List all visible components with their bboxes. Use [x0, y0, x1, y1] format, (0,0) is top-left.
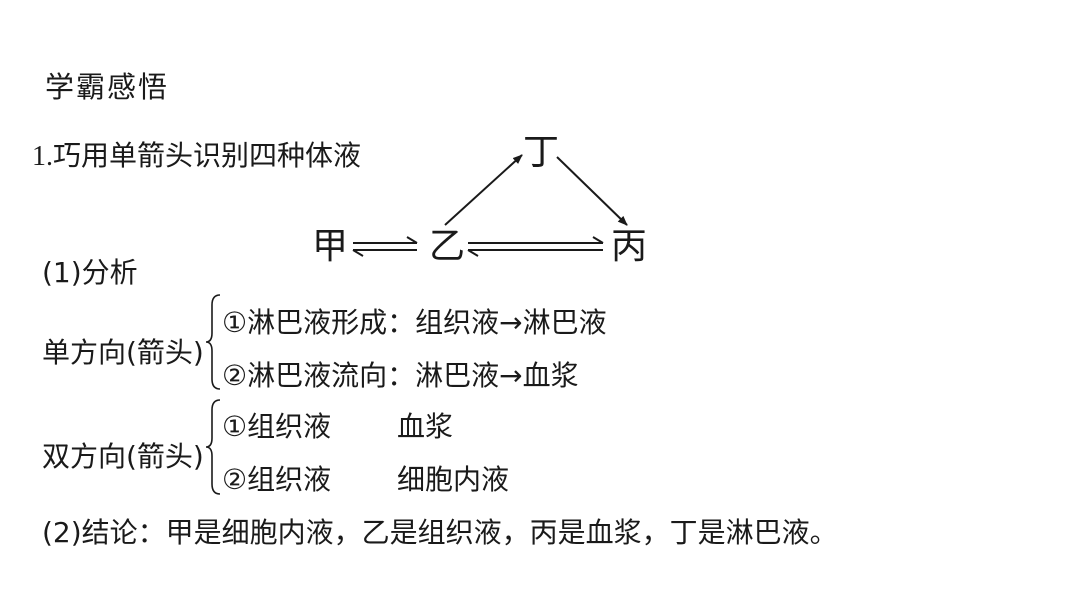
unidirectional-item-2: ②淋巴液流向：淋巴液→血浆 [222, 359, 579, 392]
bidirectional-label: 双方向(箭头) [42, 440, 204, 473]
heading-text: 巧用单箭头识别四种体液 [53, 139, 362, 172]
bidirectional-brace [205, 399, 221, 495]
analysis-label: (1)分析 [42, 256, 138, 289]
bidirectional-item-2-left: ②组织液 [222, 463, 332, 496]
unidirectional-item-1: ①淋巴液形成：组织液→淋巴液 [222, 306, 607, 339]
jia-yi-bidirectional-arrow [352, 236, 418, 257]
yi-bing-bidirectional-arrow [467, 236, 604, 257]
unidirectional-label: 单方向(箭头) [42, 336, 204, 369]
body-fluid-diagram: 甲 乙 丙 丁 [305, 125, 665, 270]
node-jia: 甲 [312, 226, 349, 267]
diagram-arrows [352, 154, 628, 257]
node-ding: 丁 [523, 132, 560, 173]
bidirectional-item-1-right: 血浆 [397, 410, 454, 443]
unidirectional-brace [205, 294, 221, 390]
heading: 1.巧用单箭头识别四种体液 [32, 134, 361, 174]
section-title: 学霸感悟 [45, 70, 170, 104]
bidirectional-item-1-left: ①组织液 [222, 410, 332, 443]
heading-number: 1. [32, 141, 53, 172]
ding-bing-arrow [556, 156, 628, 226]
bidirectional-item-2-right: 细胞内液 [397, 463, 510, 496]
yi-ding-arrow [444, 154, 523, 226]
node-bing: 丙 [611, 226, 648, 267]
conclusion-text: (2)结论：甲是细胞内液，乙是组织液，丙是血浆，丁是淋巴液。 [42, 516, 838, 549]
node-yi: 乙 [429, 226, 466, 267]
